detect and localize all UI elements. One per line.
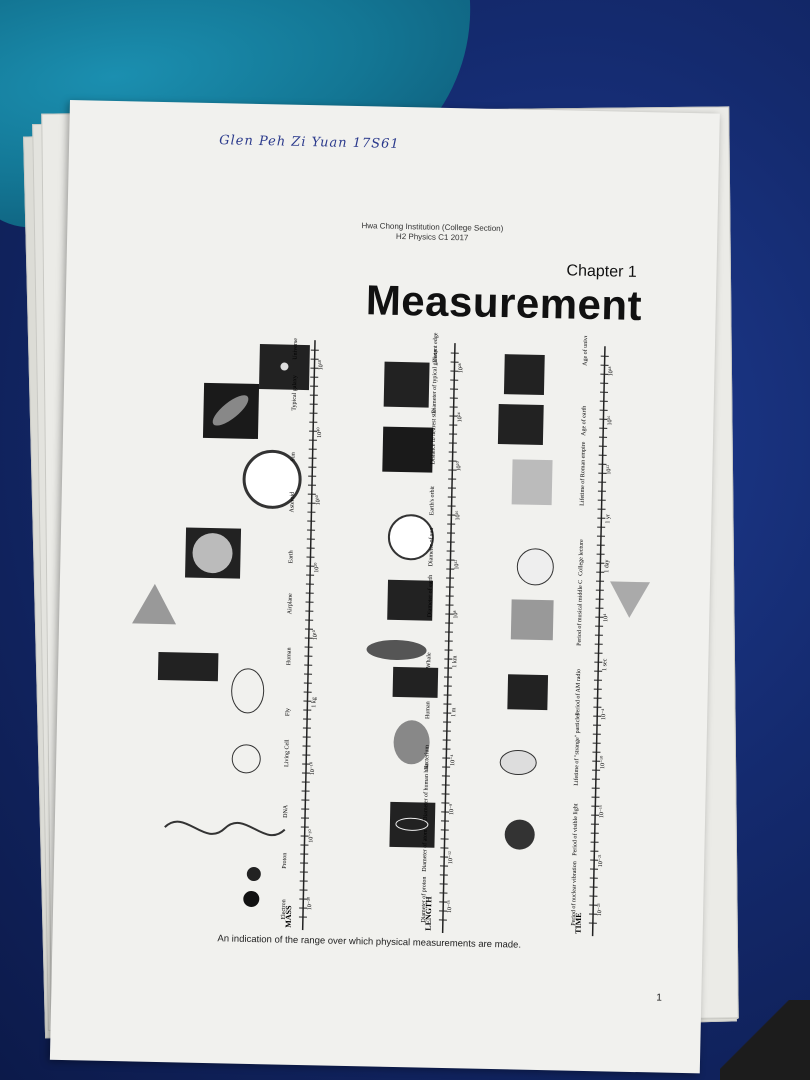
length-item-label: Earth's orbit [429,486,436,516]
bacterium-image [393,720,430,765]
light-bulb-image [499,750,537,776]
mass-tick-label: 1 kg [311,697,317,708]
length-item-label: Distant edge of visible universe [432,327,441,363]
piano-image [510,599,554,641]
length-tick-label: 10⁻⁴ [450,755,456,766]
mass-item-label: Asteroid [289,492,295,513]
time-item-label: Period of nuclear vibration [570,861,578,926]
length-tick-label: 10²⁸ [458,363,464,373]
mass-item-label: Typical galaxy [292,375,299,411]
strange-particles-image [507,674,549,711]
page-number: 1 [656,992,662,1004]
sun-diameter-image [387,514,434,561]
fly-image [231,668,265,714]
length-item-label: Diameter of atom [421,829,429,872]
page-title: Measurement [365,276,643,330]
length-item-label: Whale [426,652,432,668]
time-item-label: Age of universe [582,327,590,366]
time-item-label: Period of musical middle C [576,580,584,646]
time-tick-label: 10⁻¹⁶ [599,805,605,818]
institution-header: Hwa Chong Institution (College Section) … [337,221,527,245]
mass-item-label: DNA [283,804,289,818]
mass-tick-label: 10⁻²⁰ [307,829,314,843]
time-tick-label: 10¹⁶ [607,416,613,426]
time-item-label: Lifetime of "strange" particles [573,712,582,785]
mass-item-label: Fly [285,708,291,716]
length-tick-label: 10²⁴ [457,412,463,422]
length-item-label: Diameter of sun [427,528,435,567]
length-item-label: Diameter of proton [420,877,428,923]
mass-tick-label: 10⁻³⁰ [306,896,313,910]
time-tick-label: 1 day [604,559,610,572]
length-axis-label: LENGTH [424,896,434,931]
length-tick-label: 10⁻⁸ [449,804,455,815]
measurement-range-diagram: MASS LENGTH TIME 10⁻³⁰ [157,327,615,937]
time-tick-label: 10⁻²³ [597,903,603,916]
length-tick-label: 1 km [452,655,458,668]
document-page: Glen Peh Zi Yuan 17S61 Hwa Chong Institu… [49,100,720,1074]
roman-empire-image [511,459,553,506]
age-universe-image [503,354,545,395]
mass-tick-label: 10⁴⁰ [316,427,323,438]
mass-tick-label: 10⁵⁰ [317,359,324,370]
length-tick-label: 10¹⁶ [455,511,461,521]
handwritten-name: Glen Peh Zi Yuan 17S61 [219,133,400,152]
length-item-label: Diameter of typical galaxy [431,349,439,413]
time-tick-label: 10⁻²¹ [598,854,604,867]
length-item-label: Diameter of human hair [422,763,430,821]
mass-item-label: Electron [281,899,287,919]
mass-item-label: Airplane [287,593,293,614]
time-tick-label: 10¹⁸ [608,366,614,376]
distant-universe-image [383,361,430,408]
time-item-label: Age of earth [580,406,588,436]
chapter-label: Chapter 1 [566,262,637,281]
length-tick-label: 10⁻¹⁶ [447,900,453,913]
length-tick-label: 10¹² [454,560,460,570]
length-tick-label: 10⁻¹² [448,851,454,864]
earth-diameter-image [387,579,434,621]
mass-tick-label: 10²⁰ [313,562,320,573]
human-length-image [392,666,439,698]
mass-item-label: Human [286,647,292,665]
typical-galaxy-image [382,426,434,473]
length-tick-label: 10⁸ [453,611,459,619]
length-item-label: Diameter of earth [426,575,434,617]
cell-image [231,744,261,774]
dna-image [164,820,286,837]
age-earth-image [497,404,544,445]
sun-image [242,449,302,509]
time-tick-label: 1 sec [602,658,608,671]
human-image [157,651,219,682]
length-item-label: Bacterium [424,745,431,770]
time-tick-label: 1 yr [605,514,611,524]
length-tick-label: 1 m [451,707,457,717]
whale-image [366,639,427,660]
time-item-label: College lecture [578,539,585,576]
mass-item-label: Living Cell [284,739,291,767]
mass-tick-label: 10³⁰ [315,494,322,505]
time-tick-label: 10⁻⁴ [601,709,607,720]
mass-item-label: Earth [288,550,294,563]
atom-image [389,801,436,848]
mass-axis-label: MASS [284,905,293,928]
time-axis-label: TIME [574,912,583,934]
proton-icon [246,867,261,882]
clock-image [516,548,554,586]
time-item-label: Period of AM radio [574,669,582,716]
time-tick-label: 10⁻¹⁰ [599,755,606,769]
mass-tick-label: 10¹⁰ [312,629,319,640]
time-tick-label: 10¹² [606,465,612,475]
electron-icon [243,890,260,907]
nucleus-image [504,819,535,850]
mass-item-label: Sun [290,452,296,461]
time-tick-label: 10⁴ [603,614,609,622]
time-item-label: Period of visible light [571,803,579,856]
mass-item-label: Universe [293,338,299,360]
time-item-label: Lifetime of Roman empire [579,441,587,506]
mass-item-label: Proton [282,853,288,869]
length-item-label: Human [425,701,431,719]
mass-tick-label: 10⁻¹⁰ [309,761,316,775]
length-item-label: Distance to nearest star [430,409,437,465]
length-tick-label: 10²⁰ [455,461,462,472]
